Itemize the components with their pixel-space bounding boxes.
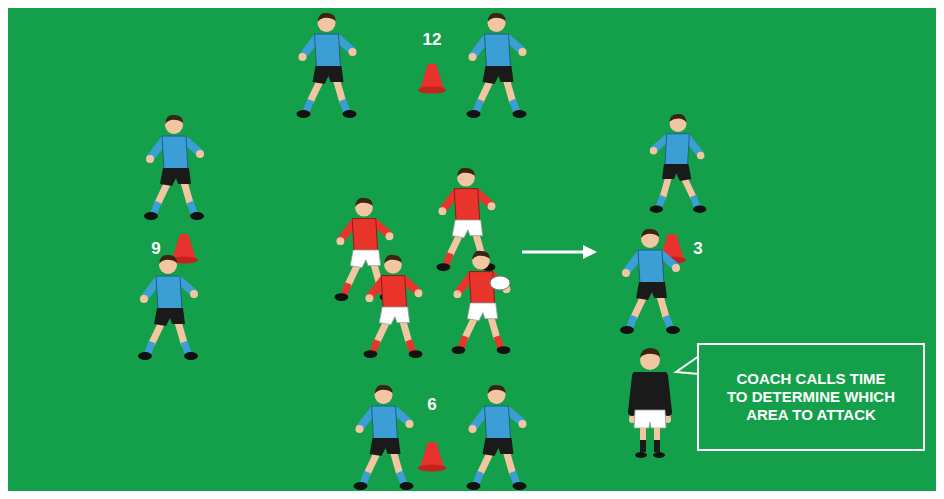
blue-player: [138, 255, 198, 360]
blue-player: [467, 385, 527, 490]
blue-player: [467, 13, 527, 118]
red-player: [452, 251, 511, 354]
rugby-ball: [490, 276, 510, 290]
cone: [418, 442, 446, 472]
blue-player: [620, 229, 680, 334]
run-arrow: [522, 245, 597, 259]
coach-figure: [632, 348, 668, 458]
callout-text: COACH CALLS TIME TO DETERMINE WHICH AREA…: [726, 370, 896, 424]
area-number: 12: [423, 30, 442, 50]
area-number: 9: [151, 239, 160, 259]
coach-callout: COACH CALLS TIME TO DETERMINE WHICH AREA…: [697, 343, 925, 451]
blue-player: [650, 114, 707, 213]
area-number: 3: [693, 239, 702, 259]
callout-tail: [676, 356, 699, 374]
blue-player: [354, 385, 414, 490]
blue-player: [297, 13, 357, 118]
area-number: 6: [427, 395, 436, 415]
blue-player: [144, 115, 204, 220]
grass: [8, 8, 936, 491]
red-player: [364, 255, 423, 358]
cone: [418, 64, 446, 94]
